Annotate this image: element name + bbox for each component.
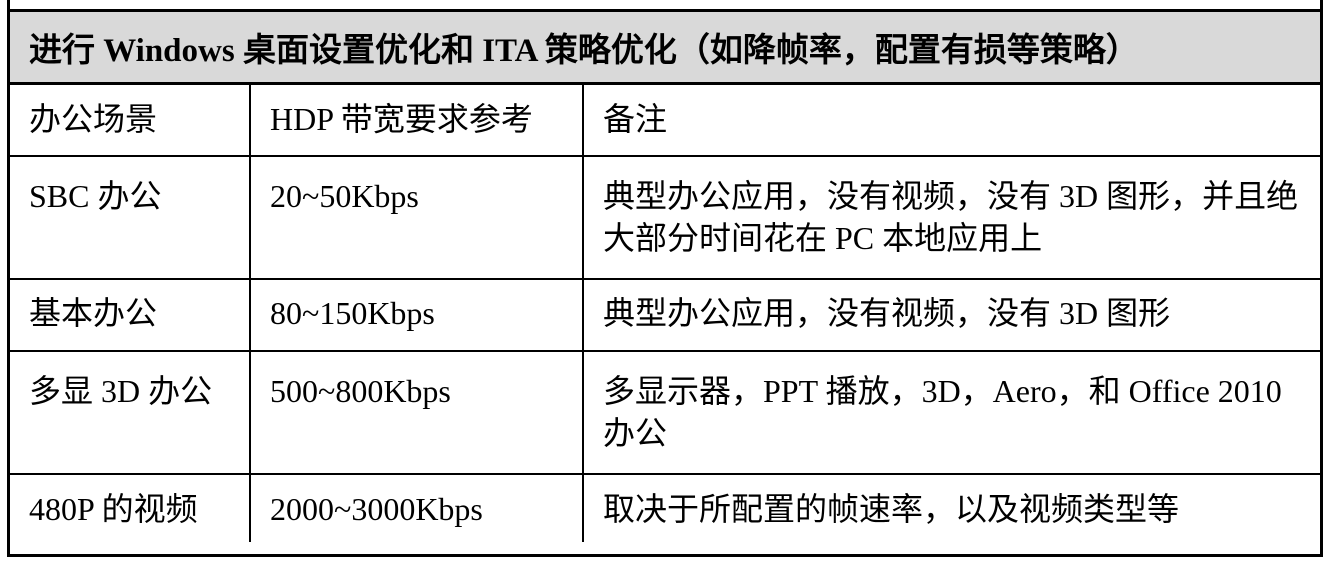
bandwidth-table: 办公场景 HDP 带宽要求参考 备注 SBC 办公 20~50Kbps 典型办公…	[10, 85, 1320, 542]
document-table-frame: 进行 Windows 桌面设置优化和 ITA 策略优化（如降帧率，配置有损等策略…	[7, 0, 1323, 557]
table-title: 进行 Windows 桌面设置优化和 ITA 策略优化（如降帧率，配置有损等策略…	[10, 12, 1320, 85]
scene-cell: 480P 的视频	[10, 473, 251, 542]
table-row: SBC 办公 20~50Kbps 典型办公应用，没有视频，没有 3D 图形，并且…	[10, 155, 1320, 280]
table-row: 基本办公 80~150Kbps 典型办公应用，没有视频，没有 3D 图形	[10, 278, 1320, 352]
table-row: 480P 的视频 2000~3000Kbps 取决于所配置的帧速率，以及视频类型…	[10, 473, 1320, 542]
scene-cell: 多显 3D 办公	[10, 350, 251, 475]
bandwidth-cell: 20~50Kbps	[249, 155, 584, 280]
scene-cell: SBC 办公	[10, 155, 251, 280]
top-blank-strip	[10, 0, 1320, 12]
remark-cell: 取决于所配置的帧速率，以及视频类型等	[582, 473, 1320, 542]
remark-cell: 典型办公应用，没有视频，没有 3D 图形	[582, 278, 1320, 352]
bandwidth-cell: 500~800Kbps	[249, 350, 584, 475]
bandwidth-cell: 80~150Kbps	[249, 278, 584, 352]
bandwidth-cell: 2000~3000Kbps	[249, 473, 584, 542]
header-scene: 办公场景	[10, 85, 251, 157]
table-row: 多显 3D 办公 500~800Kbps 多显示器，PPT 播放，3D，Aero…	[10, 350, 1320, 475]
remark-cell: 典型办公应用，没有视频，没有 3D 图形，并且绝大部分时间花在 PC 本地应用上	[582, 155, 1320, 280]
remark-cell: 多显示器，PPT 播放，3D，Aero，和 Office 2010 办公	[582, 350, 1320, 475]
table-header-row: 办公场景 HDP 带宽要求参考 备注	[10, 85, 1320, 157]
scene-cell: 基本办公	[10, 278, 251, 352]
header-bandwidth: HDP 带宽要求参考	[249, 85, 584, 157]
header-remark: 备注	[582, 85, 1320, 157]
